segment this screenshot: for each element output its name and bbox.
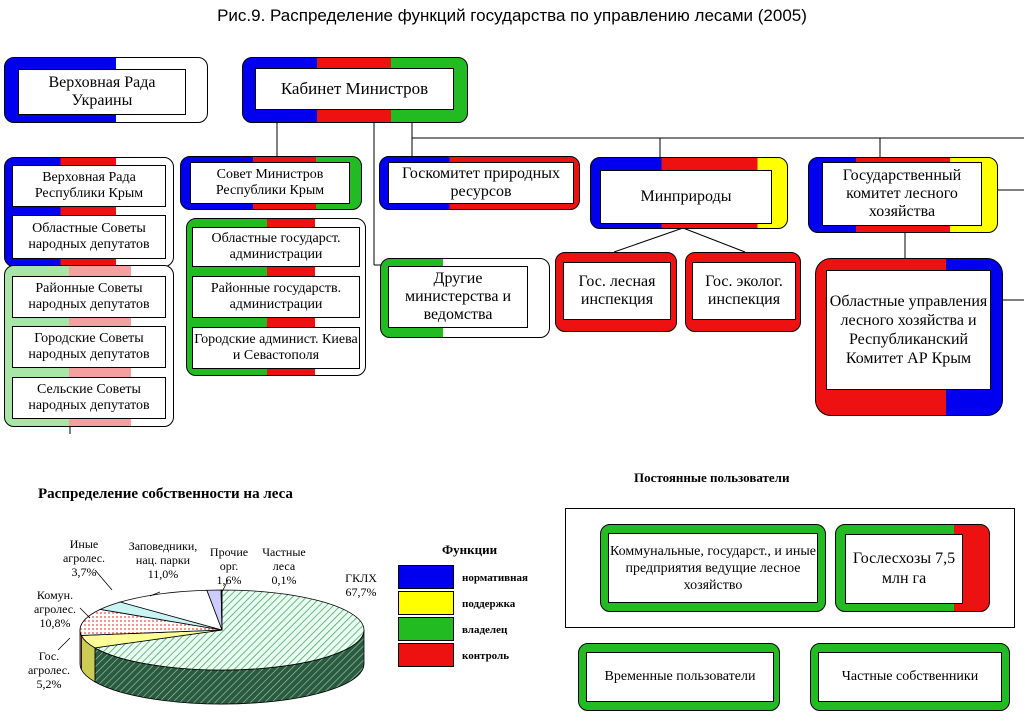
box-kabmin: Кабинет Министров [255, 68, 454, 110]
box-verkhovna-rada: Верховная Рада Украины [18, 69, 186, 115]
box-goskomles: Государственный комитет лесного хозяйств… [822, 162, 982, 226]
pie-label-chastnye-name: Частные леса [262, 545, 306, 573]
box-eco-inspection: Гос. эколог. инспекция [692, 262, 796, 320]
box-private-owners: Частные собственники [818, 652, 1002, 702]
pie-label-gos: Гос. агролес.5,2% [24, 649, 74, 691]
pie-label-gklh-name: ГКЛХ [345, 571, 377, 585]
pie-label-zapov-pct: 11,0% [147, 567, 179, 581]
pie-slice-0 [93, 589, 365, 671]
box-city-councils: Городские Советы народных депутатов [12, 326, 166, 368]
legend-label-0: нормативная [462, 572, 528, 584]
box-oblast-admin: Областные государст. администрации [192, 227, 360, 267]
pie-label-komun-pct: 10,8% [39, 616, 71, 630]
pie-label-inye: Иные агролес.3,7% [54, 537, 114, 579]
permanent-users-heading: Постоянные пользователи [634, 470, 790, 485]
box-communal: Коммунальные, государст., и иные предпри… [608, 533, 818, 603]
box-forest-inspection: Гос. лесная инспекция [563, 262, 671, 320]
pie-label-gos-pct: 5,2% [36, 677, 62, 691]
box-gosleshozy: Гослесхозы 7,5 млн га [845, 534, 963, 604]
box-oblast-councils: Областные Советы народных депутатов [12, 215, 166, 259]
ownership-heading: Распределение собственности на леса [38, 486, 293, 502]
box-village-councils: Сельские Советы народных депутатов [12, 377, 166, 419]
legend-label-2: владелец [462, 624, 508, 636]
box-temporary: Временные пользователи [586, 652, 774, 702]
box-rayon-admin: Районные государств. администрации [192, 276, 360, 318]
box-verkhovna-rada-krym: Верховная Рада Республики Крым [12, 165, 166, 207]
legend-swatch-0 [398, 565, 454, 589]
box-sovmin-krym: Совет Министров Республики Крым [190, 162, 350, 204]
pie-label-prochie: Прочие орг.1,6% [202, 545, 256, 587]
box-rayon-councils: Районные Советы народных депутатов [12, 276, 166, 318]
legend-label-1: поддержка [462, 598, 516, 610]
pie-leader-1 [79, 607, 91, 619]
box-goskomitet-resursov: Госкомитет природных ресурсов [388, 162, 574, 204]
pie-label-gos-name: Гос. агролес. [27, 649, 71, 677]
pie-label-gklh-pct: 67,7% [345, 585, 377, 599]
box-city-admin: Городские админист. Киева и Севастополя [192, 327, 360, 369]
permanent-users-frame [565, 508, 1015, 628]
pie-leader-4 [221, 579, 229, 593]
legend-heading: Функции [442, 542, 498, 557]
legend-swatch-2 [398, 617, 454, 641]
hatch-strip-1 [58, 207, 92, 215]
pie-label-prochie-pct: 1,6% [216, 573, 242, 587]
pie-leader-0 [94, 569, 113, 591]
pie-label-inye-pct: 3,7% [71, 565, 97, 579]
pie-slice-2 [79, 608, 223, 636]
ownership-pie-chart [57, 569, 365, 705]
pie-label-komun: Комун. агролес.10,8% [22, 588, 88, 630]
pie-slice-6 [220, 589, 223, 631]
pie-label-prochie-name: Прочие орг. [209, 545, 249, 573]
pie-label-chastnye-pct: 0,1% [271, 573, 297, 587]
legend-swatch-1 [398, 591, 454, 615]
page-title: Рис.9. Распределение функций государства… [217, 6, 807, 25]
legend-label-3: контроль [462, 650, 510, 662]
pie-label-komun-name: Комун. агролес. [33, 588, 77, 616]
pie-label-zapov-name: Заповедники, нац. парки [128, 539, 198, 567]
pie-leader-2 [57, 637, 71, 651]
box-oblast-forest-mgmt: Областные управления лесного хозяйства и… [826, 270, 991, 390]
pie-slice-4 [118, 589, 223, 631]
pie-leader-3 [149, 591, 161, 597]
pie-label-inye-name: Иные агролес. [62, 537, 106, 565]
box-minprirody: Минприроды [600, 170, 772, 224]
legend-swatch-3 [398, 643, 454, 667]
box-other-ministries: Другие министерства и ведомства [388, 266, 528, 328]
